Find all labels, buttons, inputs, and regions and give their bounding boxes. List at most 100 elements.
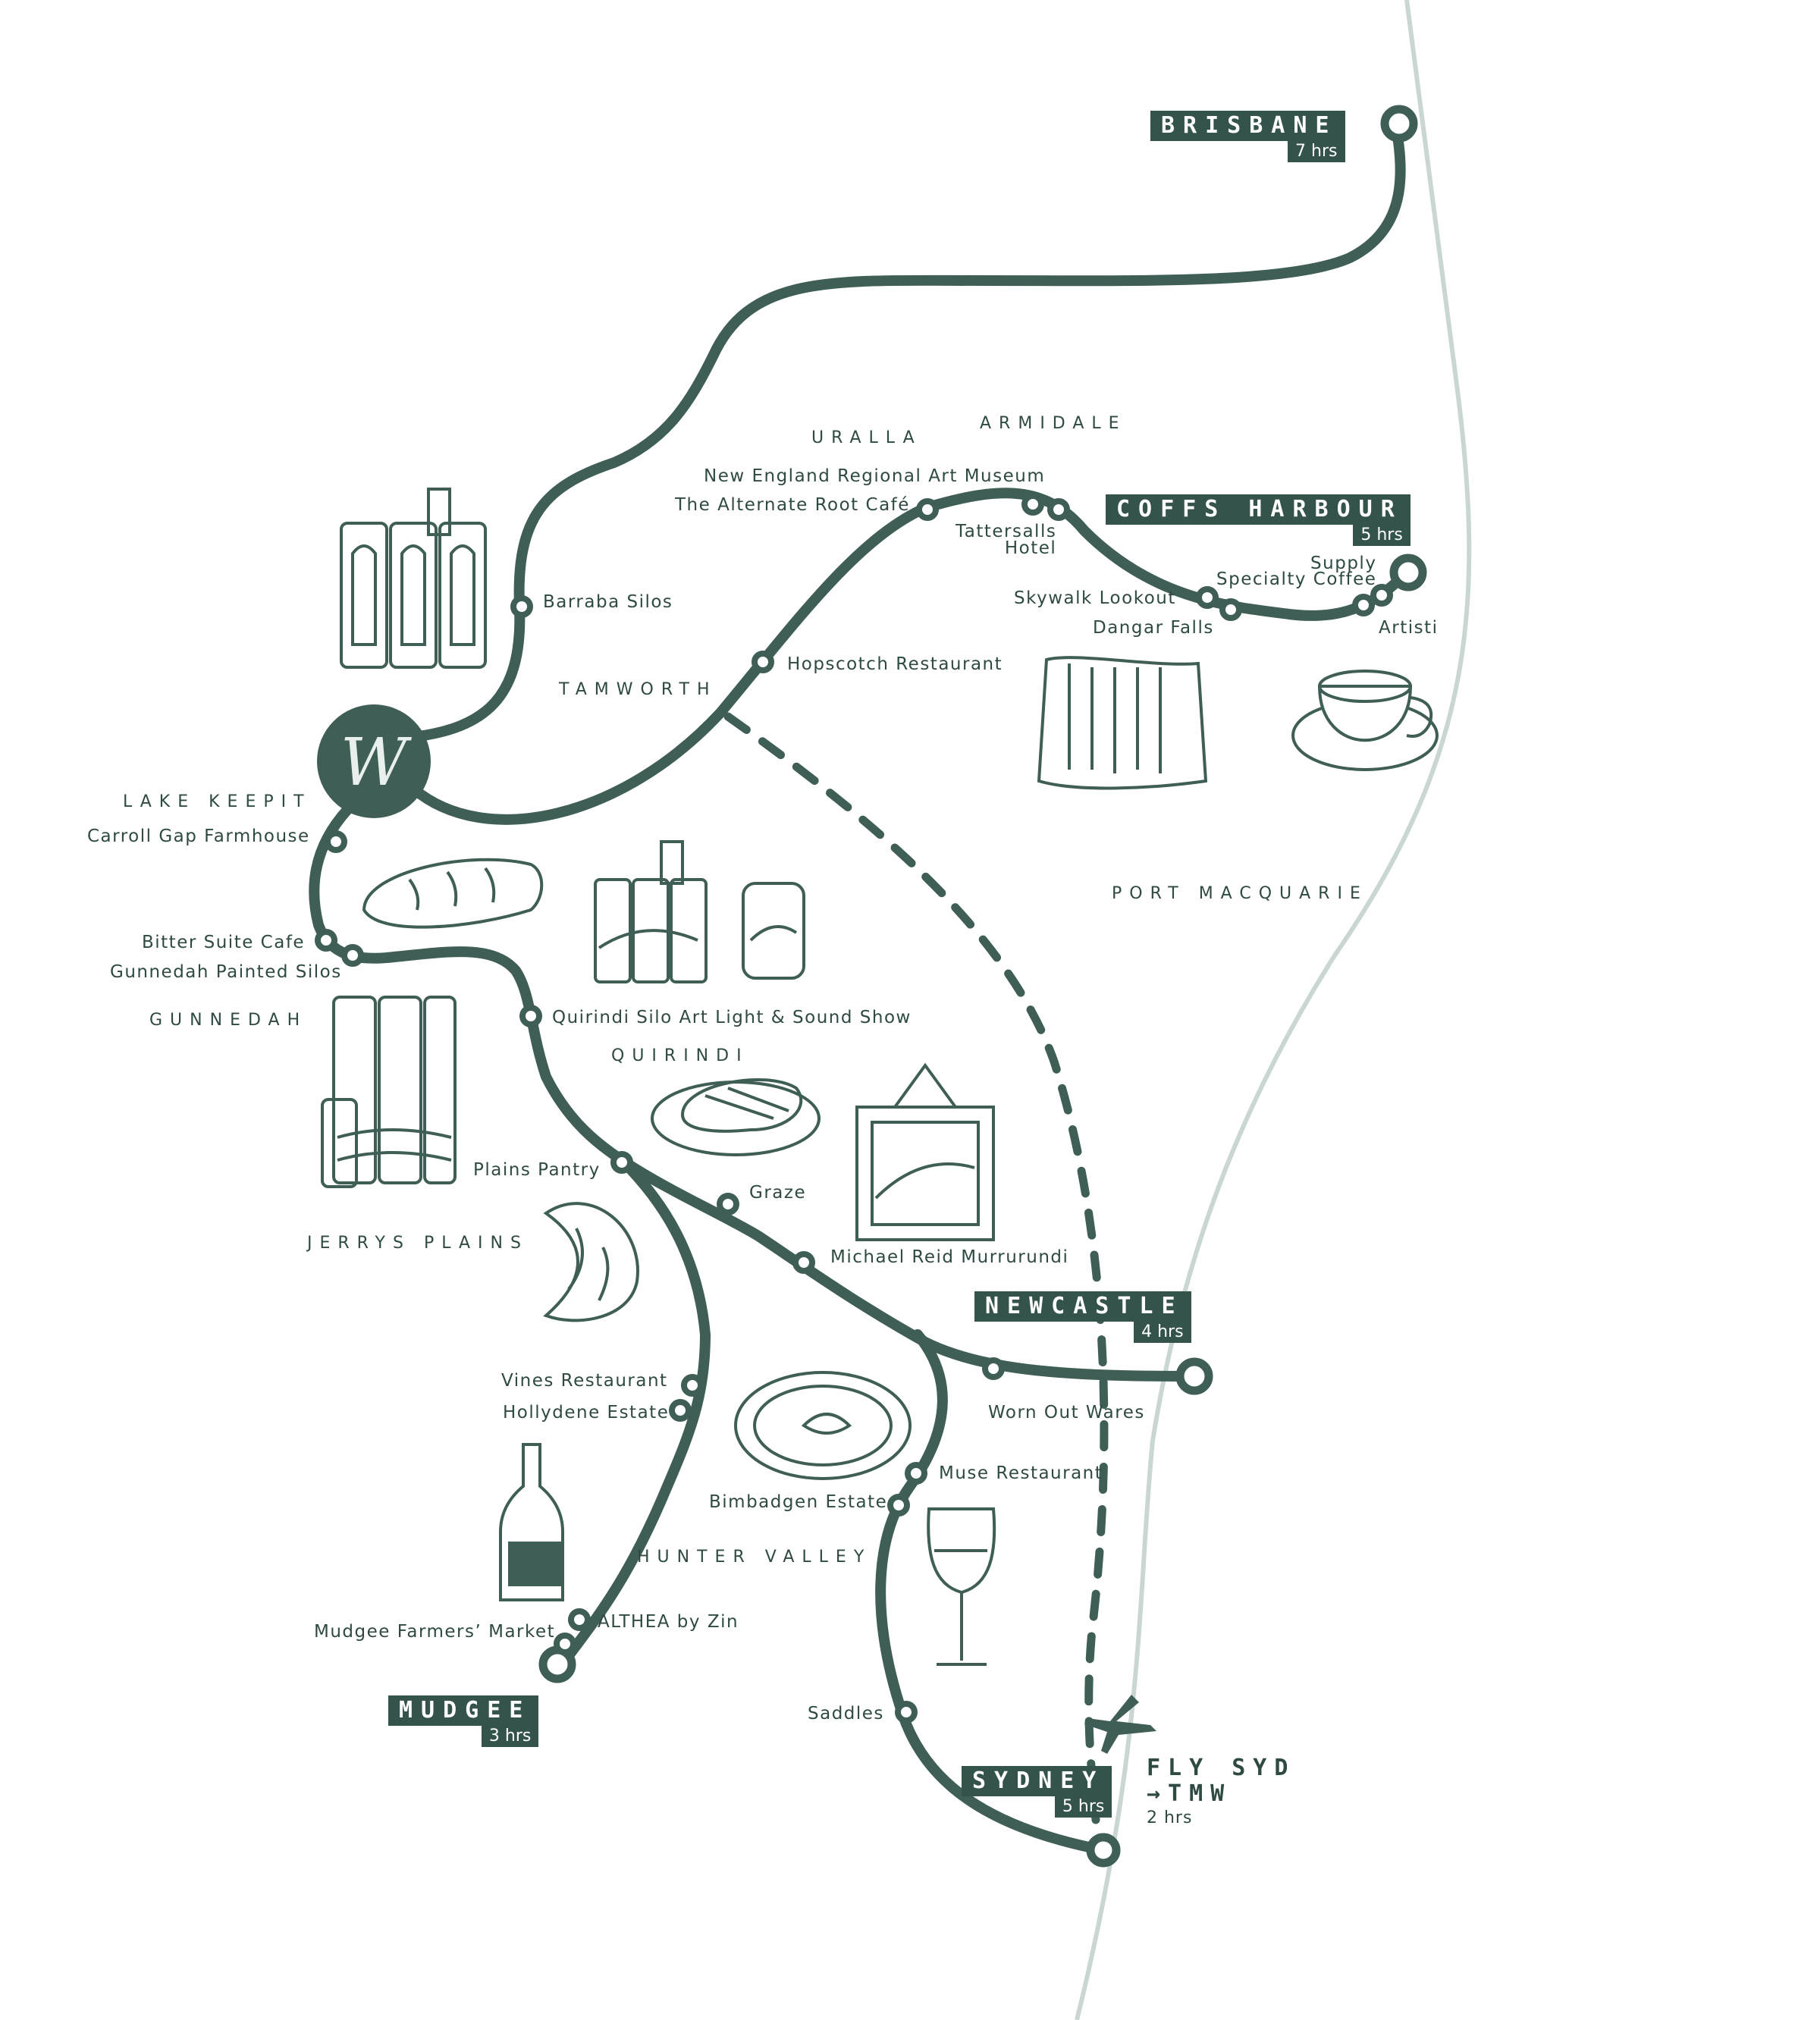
steak-plate-icon [651,1078,821,1156]
label-quirindi-silo[interactable]: Quirindi Silo Art Light & Sound Show [552,1008,912,1027]
label-worn-out[interactable]: Worn Out Wares [988,1403,1145,1422]
label-hollydene[interactable]: Hollydene Estate [503,1403,670,1422]
terminal-sydney[interactable] [1086,1833,1121,1868]
city-name: COFFS HARBOUR [1106,494,1410,525]
label-skywalk[interactable]: Skywalk Lookout [1014,588,1176,608]
route-sydney [875,1329,1109,1855]
route-coffs [408,488,1412,825]
region-jerrys-plains: JERRYS PLAINS [307,1234,529,1253]
label-vines[interactable]: Vines Restaurant [501,1371,668,1391]
label-saddles[interactable]: Saddles [808,1704,884,1724]
region-port-macquarie: PORT MACQUARIE [1112,884,1368,903]
city-name: BRISBANE [1150,111,1345,141]
stop-plains-pantry[interactable] [610,1151,633,1174]
terminal-brisbane[interactable] [1380,105,1418,143]
fly-label: FLY SYD →TMW 2 hrs [1147,1755,1295,1830]
label-barraba[interactable]: Barraba Silos [543,592,673,612]
label-neram[interactable]: New England Regional Art Museum [704,466,1046,486]
brand-logo-icon[interactable]: W [317,704,431,818]
label-mudgee-market[interactable]: Mudgee Farmers’ Market [314,1622,556,1642]
stop-artisti[interactable] [1370,584,1393,607]
label-plains-pantry[interactable]: Plains Pantry [473,1160,601,1180]
label-bitter-suite[interactable]: Bitter Suite Cafe [142,933,306,952]
stop-saddles[interactable] [895,1701,918,1724]
label-michael-reid[interactable]: Michael Reid Murrurundi [830,1247,1069,1267]
stop-hopscotch[interactable] [752,651,774,673]
logo-letter: W [340,725,413,801]
label-althea[interactable]: ALTHEA by Zin [598,1612,739,1632]
stop-quirindi-silo[interactable] [519,1005,542,1027]
painted-silo-icon [742,882,805,980]
waterfall-icon [1037,656,1208,790]
city-sydney[interactable]: SYDNEY 5 hrs [962,1766,1112,1818]
city-name: SYDNEY [962,1766,1112,1796]
silo-art-icon [594,840,708,983]
flight-path [723,712,1109,1824]
city-name: NEWCASTLE [974,1291,1191,1322]
fly-route-from: FLY SYD [1147,1755,1296,1781]
region-armidale: ARMIDALE [980,414,1127,433]
region-hunter-valley: HUNTER VALLEY [637,1548,872,1567]
label-gunnedah-silos[interactable]: Gunnedah Painted Silos [110,962,342,982]
region-gunnedah: GUNNEDAH [149,1011,308,1030]
label-dangar[interactable]: Dangar Falls [1093,618,1214,638]
terminal-newcastle[interactable] [1175,1357,1213,1395]
city-mudgee[interactable]: MUDGEE 3 hrs [388,1695,539,1747]
wine-glass-icon [927,1507,996,1666]
fine-dining-plate-icon [734,1371,912,1480]
stop-dangar[interactable] [1219,598,1242,621]
airplane-icon [1084,1695,1156,1754]
label-bimbadgen[interactable]: Bimbadgen Estate [709,1492,888,1512]
stop-tattersalls[interactable] [1047,498,1070,521]
city-newcastle[interactable]: NEWCASTLE 4 hrs [974,1291,1191,1343]
stop-graze[interactable] [717,1193,739,1215]
stop-alternate-root[interactable] [916,498,939,521]
stop-neram[interactable] [1021,493,1044,516]
fly-time: 2 hrs [1147,1808,1193,1827]
latte-cup-icon [1291,670,1439,771]
stop-barraba[interactable] [510,595,533,618]
travel-time: 4 hrs [1134,1322,1191,1343]
label-alternate-root[interactable]: The Alternate Root Café [675,495,910,515]
stop-carroll-gap[interactable] [325,830,347,853]
label-artisti[interactable]: Artisti [1379,618,1439,638]
stop-worn-out[interactable] [982,1357,1005,1380]
stop-skywalk[interactable] [1196,586,1219,609]
travel-time: 5 hrs [1054,1796,1112,1818]
label-muse[interactable]: Muse Restaurant [939,1463,1103,1483]
stop-michael-reid[interactable] [792,1251,815,1274]
label-carroll-gap[interactable]: Carroll Gap Farmhouse [87,827,310,846]
city-brisbane[interactable]: BRISBANE 7 hrs [1150,111,1345,162]
label-hopscotch[interactable]: Hopscotch Restaurant [787,654,1003,674]
stop-muse[interactable] [905,1462,927,1485]
silo-mural-icon [340,488,487,669]
stop-althea[interactable] [568,1608,591,1631]
fly-route-to: →TMW [1147,1780,1232,1807]
city-coffs-harbour[interactable]: COFFS HARBOUR 5 hrs [1106,494,1410,546]
stop-vines[interactable] [681,1374,704,1397]
framed-painting-icon [855,1062,995,1241]
travel-time: 7 hrs [1288,141,1345,162]
stop-mudgee-market[interactable] [554,1633,576,1655]
wine-bottle-icon [499,1443,564,1601]
route-mudgee [560,1155,711,1666]
region-tamworth: TAMWORTH [559,680,717,699]
city-name: MUDGEE [388,1695,539,1726]
stop-supply[interactable] [1352,594,1375,616]
stop-bimbadgen[interactable] [887,1494,910,1517]
terminal-coffs[interactable] [1389,554,1427,591]
stops [315,493,1393,1724]
stop-gunnedah-silos[interactable] [341,944,364,967]
region-uralla: URALLA [811,428,922,447]
label-graze[interactable]: Graze [749,1183,807,1203]
stop-hollydene[interactable] [669,1399,692,1422]
travel-time: 5 hrs [1353,525,1410,546]
region-lake-keepit: LAKE KEEPIT [123,792,312,811]
label-supply[interactable]: Supply Specialty Coffee [1216,554,1377,589]
bread-icon [362,858,544,929]
region-quirindi: QUIRINDI [611,1046,749,1065]
gunnedah-silo-icon [321,996,457,1188]
stop-bitter-suite[interactable] [315,929,337,952]
label-tattersalls[interactable]: Tattersalls Hotel [956,522,1057,558]
croissant-icon [543,1202,639,1322]
